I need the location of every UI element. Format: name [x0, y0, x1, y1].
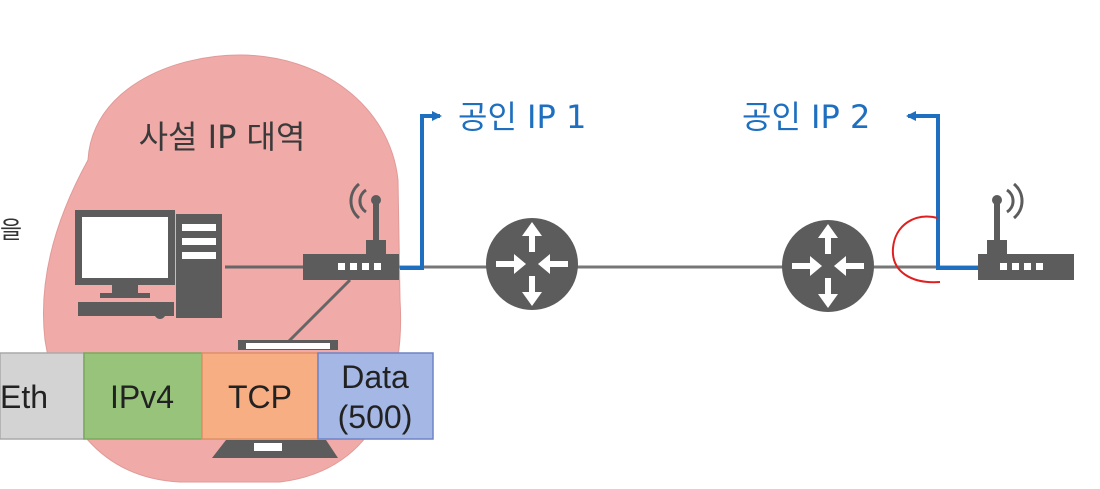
public-ip-1-label: 공인 IP 1 [458, 98, 586, 136]
packet-frame: Eth IPv4 TCP Data (500) [0, 352, 434, 440]
desktop-computer-icon [75, 210, 222, 319]
laptop-icon [212, 340, 338, 458]
isp-router-2-icon [782, 220, 874, 312]
isp-router-1-icon [486, 218, 578, 310]
private-zone-label: 사설 IP 대역 [139, 118, 306, 156]
packet-tcp-label: TCP [228, 379, 292, 415]
cut-off-text: 을 [0, 216, 22, 244]
public-ip-2-arrow [906, 111, 978, 270]
packet-data-label-line1: Data [341, 359, 409, 395]
public-ip-2-label: 공인 IP 2 [742, 98, 870, 136]
packet-eth-label: Eth [0, 379, 48, 415]
packet-ipv4-cell [83, 352, 203, 440]
home-router-icon [303, 182, 399, 280]
packet-data-label-line2: (500) [338, 399, 413, 435]
red-annotation-circle [891, 215, 941, 284]
packet-tcp-cell [201, 352, 319, 440]
lan-cable-laptop [283, 278, 352, 347]
packet-ipv4-label: IPv4 [110, 379, 174, 415]
packet-data-cell [317, 352, 434, 440]
remote-router-icon [978, 182, 1074, 280]
public-ip-1-arrow [400, 111, 442, 270]
